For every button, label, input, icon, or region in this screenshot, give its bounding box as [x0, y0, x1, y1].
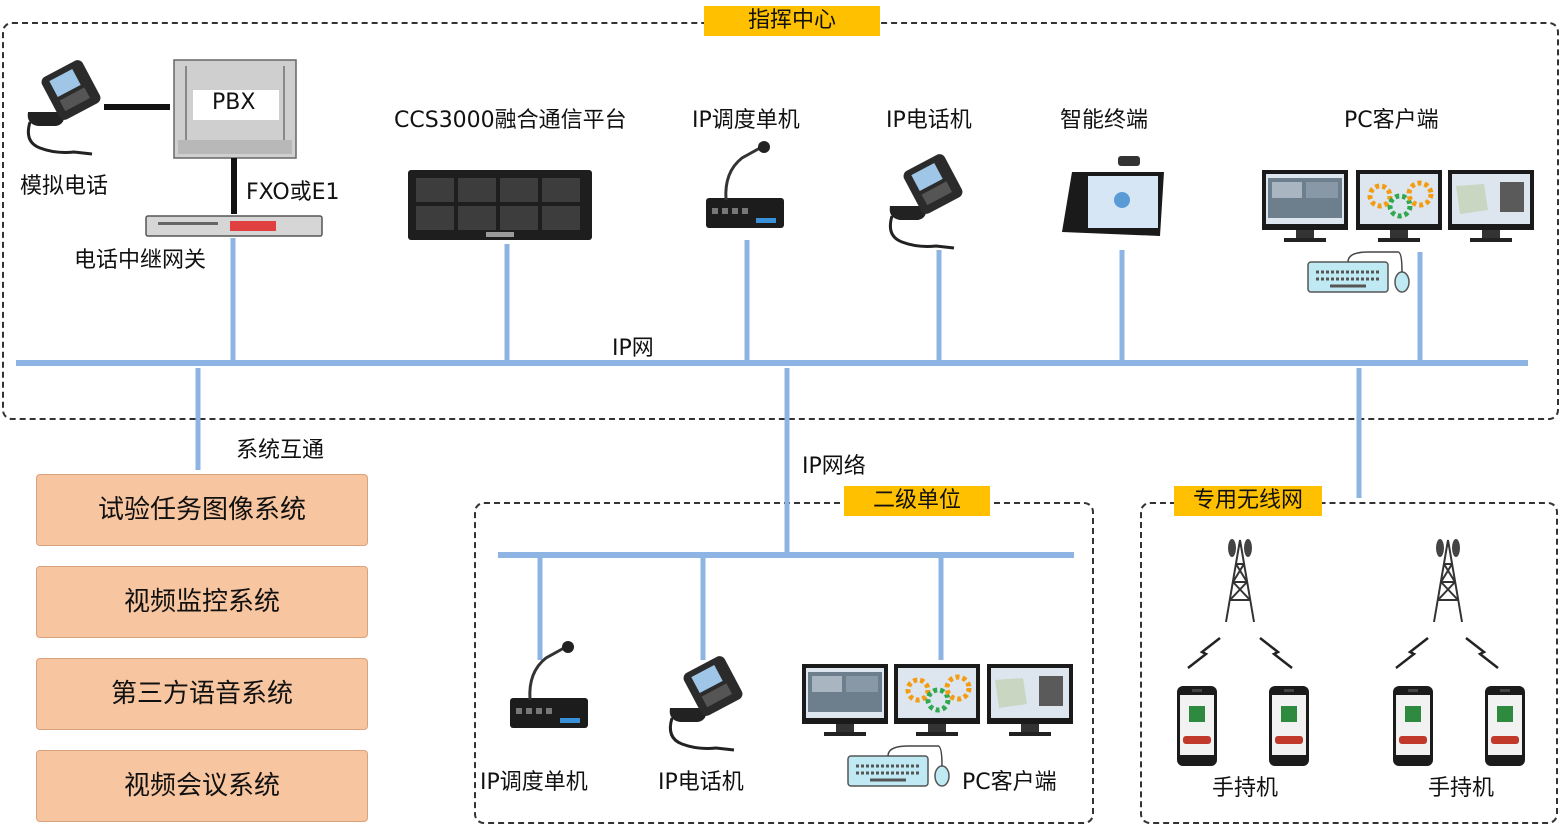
ccs-platform-label: CCS3000融合通信平台 — [394, 108, 627, 133]
secondary-unit-region — [474, 502, 1094, 824]
signal-bolt-icon — [1464, 636, 1500, 670]
command-center-title: 指挥中心 — [704, 6, 880, 36]
smart-terminal-label: 智能终端 — [1060, 108, 1149, 133]
smart-terminal-icon — [1062, 156, 1164, 236]
trunk-gateway-icon — [145, 215, 323, 237]
pc-monitor-map-icon — [1448, 170, 1534, 242]
handset-icon — [1485, 686, 1525, 766]
handset-label: 手持机 — [1212, 776, 1279, 801]
secondary-ip-phone-icon — [668, 652, 747, 752]
pbx-icon — [173, 59, 297, 159]
handset-label: 手持机 — [1428, 776, 1495, 801]
ip-dispatch-label: IP调度单机 — [692, 108, 800, 133]
secondary-monitor-gears-icon — [894, 664, 980, 736]
ip-network-label: IP网络 — [802, 454, 866, 479]
handset-icon — [1269, 686, 1309, 766]
handset-icon — [1177, 686, 1217, 766]
system-box: 视频监控系统 — [36, 566, 368, 638]
radio-tower-icon — [1433, 538, 1463, 623]
secondary-ip-phone-label: IP电话机 — [658, 770, 744, 795]
pbx-label: PBX — [212, 90, 256, 115]
signal-bolt-icon — [1394, 636, 1430, 670]
trunk-gateway-label: 电话中继网关 — [74, 248, 207, 273]
secondary-monitor-video-icon — [802, 664, 888, 736]
wireless-title: 专用无线网 — [1174, 486, 1322, 516]
ip-phone-icon — [888, 150, 967, 250]
pc-monitor-video-icon — [1262, 170, 1348, 242]
pc-monitor-gears-icon — [1356, 170, 1442, 242]
secondary-unit-title: 二级单位 — [844, 486, 990, 516]
ip-net-label: IP网 — [612, 336, 654, 361]
system-box: 视频会议系统 — [36, 750, 368, 822]
pc-client-label: PC客户端 — [1344, 108, 1439, 133]
signal-bolt-icon — [1186, 636, 1222, 670]
radio-tower-icon — [1225, 538, 1255, 623]
analog-phone-icon — [26, 56, 105, 156]
interconnect-label: 系统互通 — [236, 438, 325, 463]
handset-icon — [1393, 686, 1433, 766]
keyboard-icon — [1306, 250, 1411, 294]
secondary-monitor-map-icon — [987, 664, 1073, 736]
system-box: 试验任务图像系统 — [36, 474, 368, 546]
system-box: 第三方语音系统 — [36, 658, 368, 730]
analog-phone-label: 模拟电话 — [20, 174, 109, 199]
ip-dispatch-icon — [704, 139, 786, 230]
secondary-ip-dispatch-icon — [508, 639, 590, 730]
ccs3000-server-icon — [408, 170, 592, 240]
fxo-label: FXO或E1 — [246, 180, 340, 205]
wireless-region — [1140, 502, 1558, 824]
secondary-keyboard-icon — [846, 744, 951, 788]
signal-bolt-icon — [1258, 636, 1294, 670]
secondary-ip-dispatch-label: IP调度单机 — [480, 770, 588, 795]
secondary-pc-client-label: PC客户端 — [962, 770, 1057, 795]
ip-phone-label: IP电话机 — [886, 108, 972, 133]
